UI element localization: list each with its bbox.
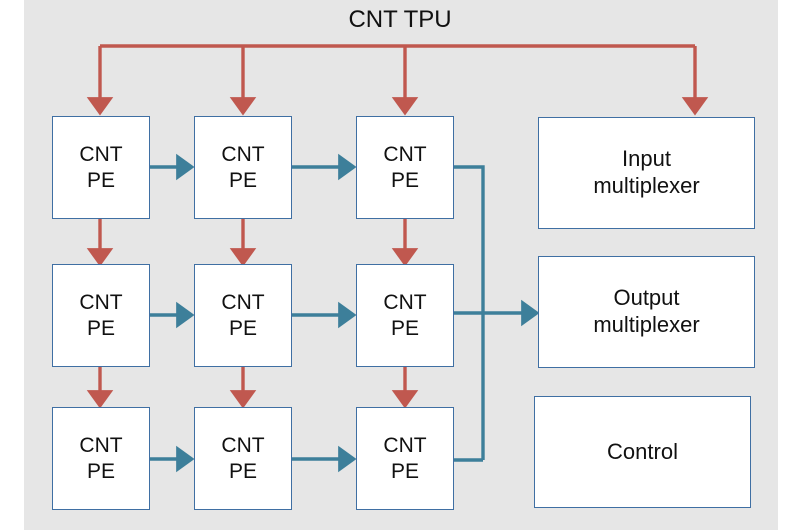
- diagram-title: CNT TPU: [348, 6, 452, 33]
- output-multiplexer-line2: multiplexer: [593, 312, 700, 337]
- pe-label-line1: CNT: [221, 290, 265, 314]
- pe-label-line2: PE: [86, 168, 115, 192]
- pe-label-line2: PE: [390, 459, 419, 483]
- control-line1: Control: [607, 438, 678, 464]
- pe-cell-r1c2[interactable]: CNT PE: [194, 116, 292, 219]
- pe-label-line1: CNT: [221, 433, 265, 457]
- pe-label-line2: PE: [228, 168, 257, 192]
- pe-label-line1: CNT: [79, 433, 123, 457]
- control-block[interactable]: Control: [534, 396, 751, 508]
- pe-label-line2: PE: [228, 316, 257, 340]
- pe-label-line1: CNT: [221, 142, 265, 166]
- input-multiplexer-block[interactable]: Input multiplexer: [538, 117, 755, 229]
- pe-label-line1: CNT: [79, 142, 123, 166]
- pe-cell-r1c1[interactable]: CNT PE: [52, 116, 150, 219]
- pe-label-line1: CNT: [79, 290, 123, 314]
- pe-label-line2: PE: [86, 459, 115, 483]
- pe-label-line2: PE: [228, 459, 257, 483]
- pe-label-line1: CNT: [383, 142, 427, 166]
- pe-cell-r3c3[interactable]: CNT PE: [356, 407, 454, 510]
- output-multiplexer-block[interactable]: Output multiplexer: [538, 256, 755, 368]
- pe-cell-r1c3[interactable]: CNT PE: [356, 116, 454, 219]
- pe-label-line2: PE: [390, 316, 419, 340]
- pe-cell-r2c2[interactable]: CNT PE: [194, 264, 292, 367]
- pe-label-line2: PE: [390, 168, 419, 192]
- pe-cell-r2c3[interactable]: CNT PE: [356, 264, 454, 367]
- pe-label-line1: CNT: [383, 290, 427, 314]
- input-multiplexer-line2: multiplexer: [593, 173, 700, 198]
- input-multiplexer-line1: Input: [622, 146, 671, 172]
- pe-label-line1: CNT: [383, 433, 427, 457]
- pe-cell-r3c1[interactable]: CNT PE: [52, 407, 150, 510]
- pe-cell-r3c2[interactable]: CNT PE: [194, 407, 292, 510]
- pe-label-line2: PE: [86, 316, 115, 340]
- pe-cell-r2c1[interactable]: CNT PE: [52, 264, 150, 367]
- output-multiplexer-line1: Output: [613, 285, 680, 311]
